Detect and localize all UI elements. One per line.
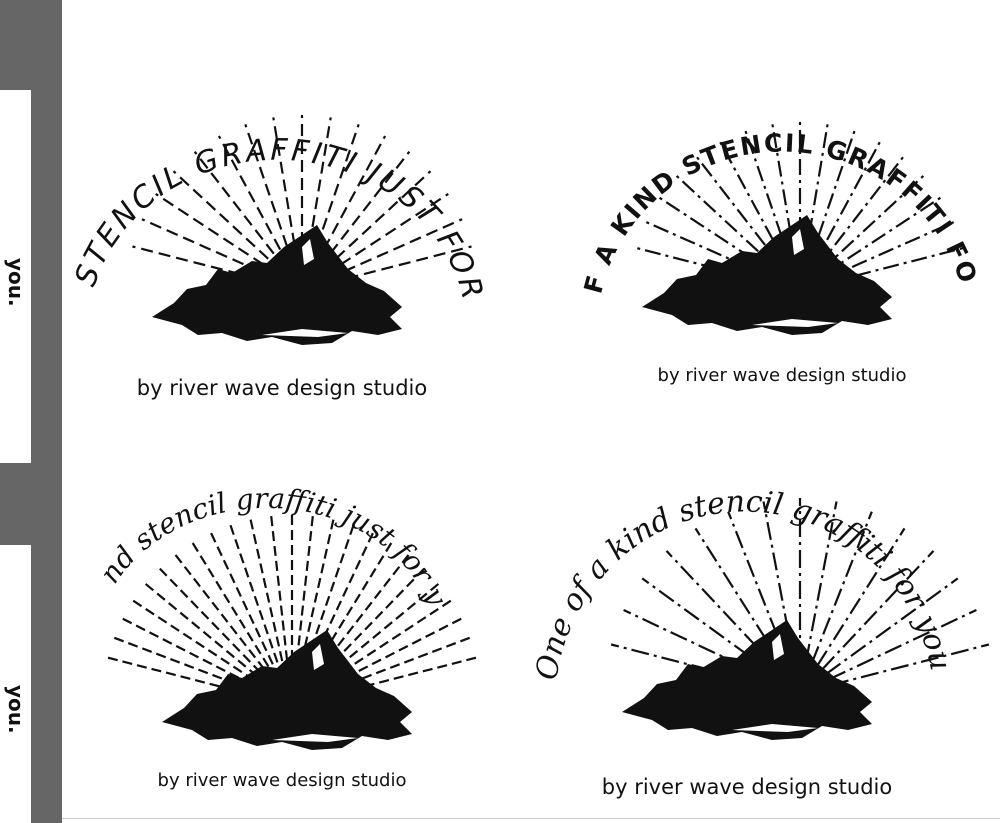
design-1-artwork: HAND STENCIL GRAFFITI JUST FOR YOU. [58,33,487,345]
sunburst-ray [816,155,906,269]
sunburst-ray [665,550,779,671]
canvas-bottom-edge [62,818,1000,819]
sunburst-ray [321,170,432,272]
design-panel-3: Hand stencil graffiti just for you. by r… [69,414,482,800]
mountain-icon [622,620,872,740]
sunburst-ray [804,501,838,662]
sunburst-ray [610,643,770,687]
sidebar-card-bottom[interactable]: you. [0,545,31,823]
design-4-artwork: One of a kind stencil graffiti for you. [527,398,990,740]
sunburst-ray [816,527,906,667]
mountain-icon [152,225,402,345]
sunburst-ray [272,117,299,263]
sunburst-ray [314,583,440,687]
studio-credit: by river wave design studio [601,775,893,799]
sunburst-ray [821,550,935,671]
sunburst-ray [297,519,335,676]
sunburst-ray [217,135,290,266]
design-panel-1: HAND STENCIL GRAFFITI JUST FOR YOU. by r… [58,33,492,410]
sunburst-ray [174,554,275,682]
arc-text-path: One of a kind stencil graffiti for you. [527,398,958,683]
sunburst-ray [830,643,990,687]
sunburst-ray [762,501,796,662]
sunburst-ray [107,656,264,699]
sunburst-ray [270,515,290,676]
studio-credit: by river wave design studio [136,376,428,400]
sunburst-ray [122,617,266,693]
sunburst-ray [641,577,775,676]
sunburst-ray [159,567,272,685]
sunburst-ray [327,218,463,280]
mountain-icon [642,215,892,335]
design-panel-2: ONE OF A KIND STENCIL GRAFFITI FOR YOU. … [560,32,992,395]
sunburst-ray [318,617,462,693]
design-3-artwork: Hand stencil graffiti just for you. [69,414,477,750]
sunburst-ray [191,542,278,680]
sidebar-card-top[interactable]: you. [0,90,31,463]
arc-text: Hand stencil graffiti just for you. [69,414,454,611]
sidebar-card-top-text: you. [4,258,28,307]
mountain-icon [162,630,412,750]
studio-credit: by river wave design studio [657,365,907,386]
sunburst-ray [303,532,374,679]
sunburst-ray [320,656,477,699]
arc-text-path: Hand stencil graffiti just for you. [69,414,454,611]
sunburst-ray [623,609,772,681]
sunburst-ray [113,636,265,696]
sunburst-ray [132,599,268,690]
sunburst-ray [318,151,411,269]
sunburst-ray [244,124,294,264]
design-2-artwork: ONE OF A KIND STENCIL GRAFFITI FOR YOU. [560,32,981,335]
design-panel-4: One of a kind stencil graffiti for you. … [527,398,990,810]
sunburst-ray [319,636,471,696]
sunburst-ray [144,583,270,687]
sunburst-ray [294,515,314,676]
sunburst-ray [229,524,284,677]
arc-text: One of a kind stencil graffiti for you. [527,398,958,683]
sunburst-ray [819,173,926,272]
sunburst-ray [210,532,281,679]
sunburst-ray [155,192,280,276]
sunburst-ray [727,511,790,664]
sunburst-ray [309,554,410,682]
sunburst-ray [172,170,283,272]
sunburst-ray [324,192,449,276]
left-sidebar: you. you. [0,0,62,823]
sunburst-ray [825,577,959,676]
sunburst-ray [193,151,286,269]
sidebar-card-bottom-text: you. [4,685,28,734]
sunburst-ray [822,195,943,276]
studio-credit: by river wave design studio [157,770,407,791]
sunburst-ray [312,567,425,685]
sunburst-ray [316,599,452,690]
sunburst-ray [828,609,977,681]
sunburst-ray [306,542,393,680]
sunburst-ray [694,527,784,667]
sunburst-ray [810,511,873,664]
sunburst-rays [107,515,477,699]
sunburst-ray [300,524,355,677]
sunburst-ray [249,519,287,676]
sunburst-rays [610,498,990,687]
design-canvas: HAND STENCIL GRAFFITI JUST FOR YOU. by r… [58,0,1000,823]
